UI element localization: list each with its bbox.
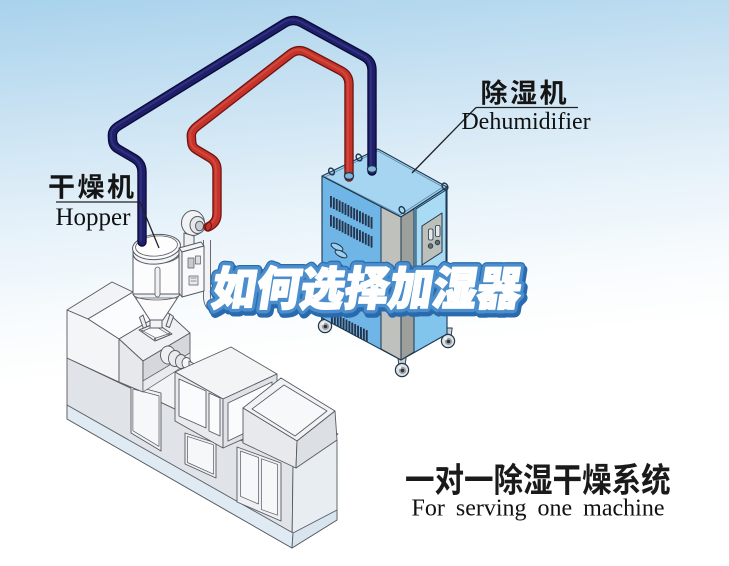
- svg-text:For serving one machine: For serving one machine: [412, 496, 665, 522]
- svg-text:Hopper: Hopper: [56, 204, 132, 231]
- svg-text:Dehumidifier: Dehumidifier: [461, 109, 590, 135]
